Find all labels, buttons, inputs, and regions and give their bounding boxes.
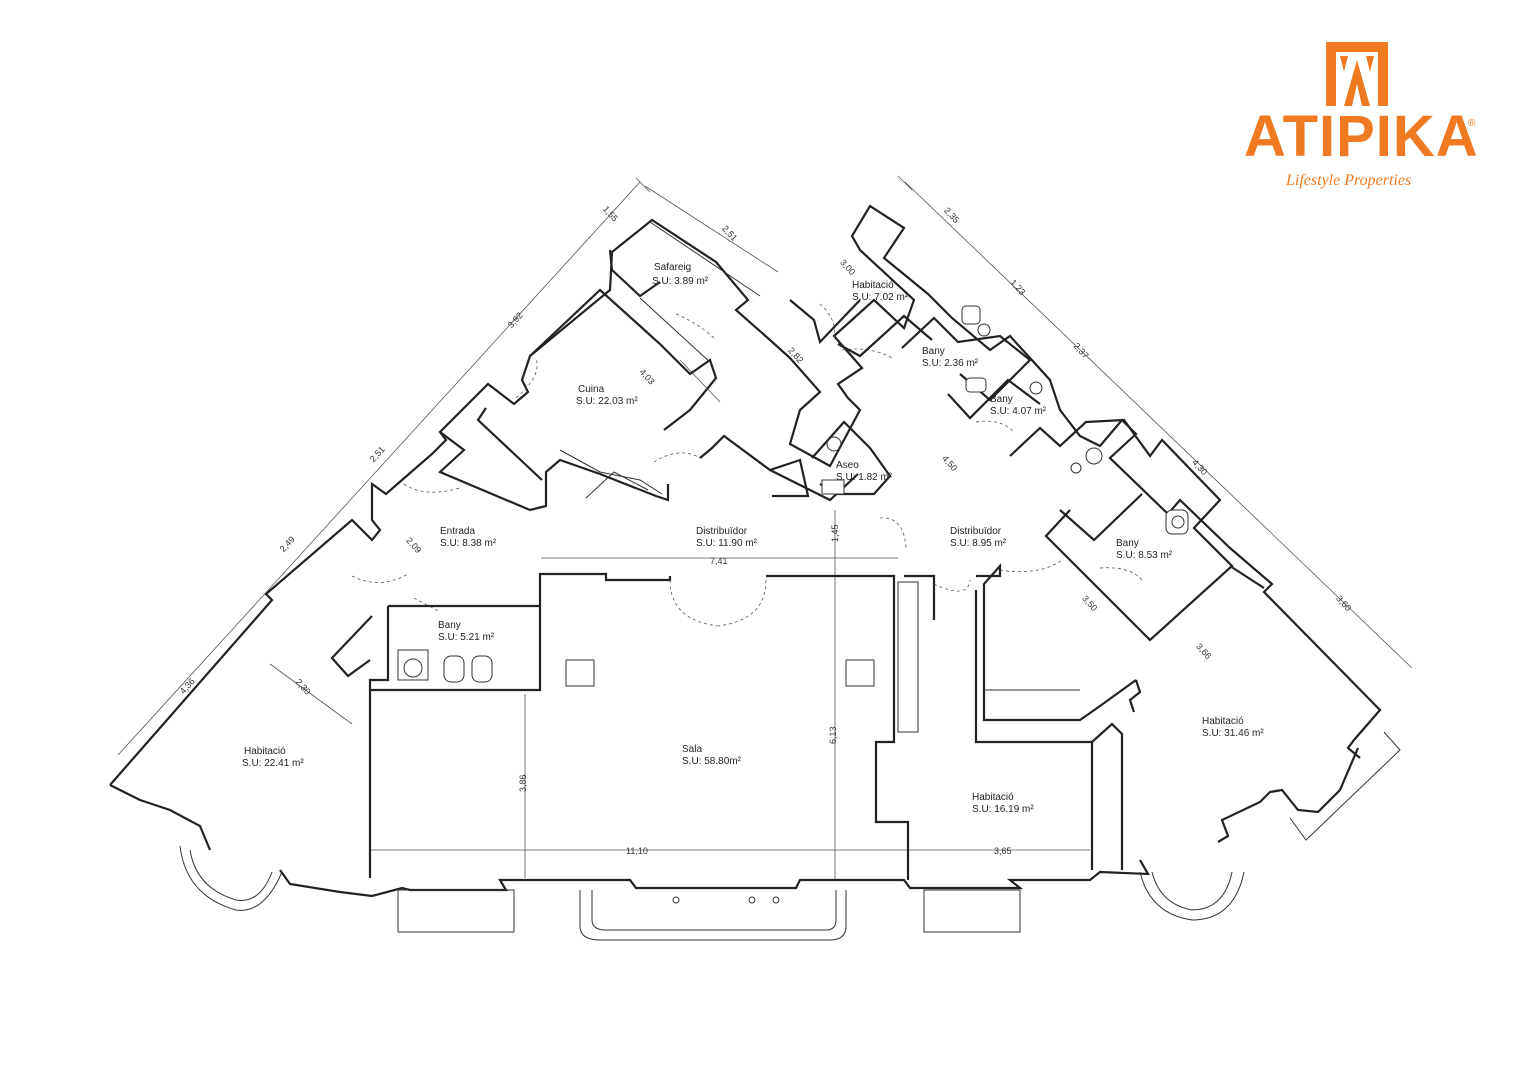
logo-wordmark: ATIPIKA [1244,104,1479,169]
dimension-label: 4,36 [178,676,197,696]
dimension-label: 4,03 [638,367,657,387]
room-name: Entrada [440,526,475,537]
room-name: Safareig [654,262,691,273]
dimension-label: 3,50 [1080,593,1099,613]
dimension-lines [117,175,1413,880]
dimension-label: 7,41 [710,556,728,566]
room-labels: Safareig S.U: 3.89 m² Habitació S.U: 7.0… [242,262,1264,815]
room-area: S.U: 16.19 m² [972,804,1034,815]
dimension-label: 3,86 [518,774,528,792]
room-name: Aseo [836,460,859,471]
room-name: Bany [922,346,945,357]
dimension-label: 1,45 [830,524,840,542]
walls [109,204,1401,941]
partitions [330,221,1265,880]
room-area: S.U: 8.53 m² [1116,550,1173,561]
room-area: S.U: 22.03 m² [576,396,638,407]
room-area: S.U: 58.80m² [682,756,742,767]
logo-tagline: Lifestyle Properties [1286,172,1412,189]
dimension-label: 4,50 [940,453,959,473]
room-area: S.U: 3.89 m² [652,276,709,287]
room-area: S.U: 8.38 m² [440,538,497,549]
registered-mark: ® [1468,118,1476,129]
room-name: Habitació [244,746,286,757]
dimension-label: 6,13 [828,726,838,744]
room-area: S.U: 8.95 m² [950,538,1007,549]
room-name: Sala [682,744,702,755]
room-name: Habitació [972,792,1014,803]
room-name: Habitació [1202,716,1244,727]
dimension-label: 2,82 [786,345,805,365]
logo-mark-icon [1326,42,1388,106]
room-name: Distribuïdor [950,526,1002,537]
room-area: S.U: 22.41 m² [242,758,304,769]
dimension-label: 2,09 [404,535,423,555]
room-area: S.U: 5.21 m² [438,632,495,643]
room-area: S.U: 7.02 m² [852,292,909,303]
dimension-label: 11,10 [626,846,648,856]
dimension-label: 3,65 [994,846,1012,856]
room-area: S.U: 11.90 m² [696,538,758,549]
dimension-label: 2,51 [720,223,739,243]
room-name: Habitació [852,280,894,291]
room-name: Bany [990,394,1013,405]
dimension-label: 2,35 [942,205,961,225]
dimension-label: 2,51 [368,444,387,464]
atipika-logo: ATIPIKA ® Lifestyle Properties [1240,42,1480,192]
room-name: Bany [438,620,461,631]
dimension-label: 3,00 [838,257,857,277]
room-name: Bany [1116,538,1139,549]
room-area: S.U: 1.82 m² [836,472,893,483]
room-area: S.U: 4.07 m² [990,406,1047,417]
room-area: S.U: 31.46 m² [1202,728,1264,739]
dimension-label: 3,60 [1334,593,1353,613]
room-area: S.U: 2.36 m² [922,358,979,369]
dimension-label: 2,49 [278,534,297,554]
dimension-label: 1,23 [1008,277,1027,297]
dimension-label: 4,30 [1190,457,1209,477]
room-name: Cuina [578,384,605,395]
room-name: Distribuïdor [696,526,748,537]
dimension-label: 3,66 [1194,641,1213,661]
dimension-label: 3,92 [506,310,525,330]
